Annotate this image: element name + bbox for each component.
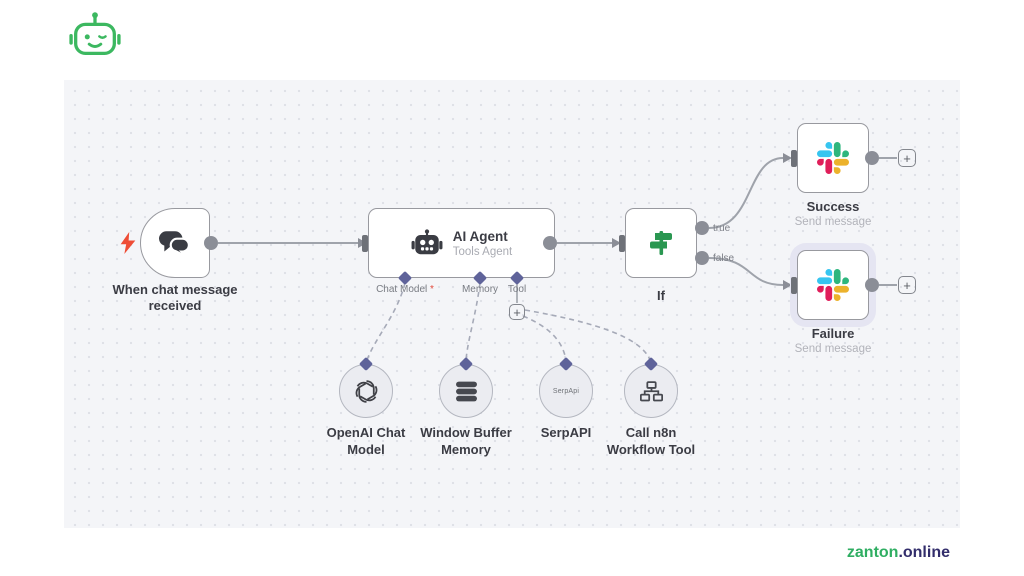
openai-subnode-label: OpenAI Chat Model [326, 425, 406, 457]
workflow-canvas[interactable]: When chat message received AI Agent Tool… [64, 80, 960, 528]
winking-robot-logo [66, 8, 124, 60]
trigger-output-port[interactable] [204, 236, 218, 250]
failure-input-port[interactable] [791, 277, 797, 294]
agent-output-port[interactable] [543, 236, 557, 250]
success-node-label: Success [806, 199, 860, 214]
add-node-after-failure-button[interactable]: + [898, 276, 916, 294]
memory-connector-label: Memory [462, 284, 498, 295]
site-watermark: zanton.online [847, 544, 950, 562]
if-input-port[interactable] [619, 235, 625, 252]
serpapi-subnode-label: SerpAPI [540, 425, 592, 440]
node-chat-trigger[interactable] [140, 208, 210, 278]
subnode-openai-chat-model[interactable] [339, 364, 393, 418]
add-node-after-success-button[interactable]: + [898, 149, 916, 167]
memory-subnode-label: Window Buffer Memory [420, 425, 512, 457]
watermark-suffix: .online [898, 544, 950, 561]
wire-tool-serpapi-dashed [522, 315, 567, 361]
tool-label-text: Tool [507, 284, 527, 295]
subnode-window-buffer-memory[interactable] [439, 364, 493, 418]
failure-node-subtitle: Send message [794, 343, 872, 355]
wire-tool-workflow-dashed [524, 309, 651, 361]
watermark-brand: zanton [846, 544, 899, 561]
agent-subtitle: Tools Agent [452, 245, 513, 258]
if-node-label: If [657, 288, 665, 303]
signpost-icon [650, 231, 672, 255]
trigger-node-label: When chat message received [112, 282, 238, 314]
if-false-label: false [713, 253, 735, 264]
wire-if-true-to-success [708, 157, 784, 229]
node-ai-agent[interactable]: AI Agent Tools Agent [368, 208, 555, 278]
database-icon [455, 381, 477, 401]
subnode-serpapi[interactable]: SerpApi [539, 364, 593, 418]
subnode-call-n8n-workflow-tool[interactable] [624, 364, 678, 418]
required-asterisk: * [430, 284, 434, 295]
if-true-label: true [713, 223, 731, 234]
failure-node-label: Failure [811, 326, 855, 341]
serpapi-icon-text: SerpApi [552, 387, 580, 395]
memory-label-text: Memory [461, 284, 499, 295]
agent-input-port[interactable] [362, 235, 368, 252]
success-node-subtitle: Send message [794, 216, 872, 228]
node-failure-slack[interactable] [797, 250, 869, 320]
node-if[interactable] [625, 208, 697, 278]
chatmodel-label-text: Chat Model [376, 284, 428, 295]
lightning-bolt-icon [120, 232, 136, 254]
node-success-slack[interactable] [797, 123, 869, 193]
slack-icon [817, 269, 849, 301]
add-tool-button[interactable]: + [509, 304, 525, 320]
success-output-port[interactable] [865, 151, 879, 165]
if-false-output-port[interactable] [695, 251, 709, 265]
tool-connector-label: Tool [508, 284, 526, 295]
if-true-output-port[interactable] [695, 221, 709, 235]
chatmodel-connector-label: Chat Model * [376, 284, 434, 295]
failure-output-port[interactable] [865, 278, 879, 292]
openai-icon [355, 379, 377, 403]
success-input-port[interactable] [791, 150, 797, 167]
chat-bubbles-icon [159, 231, 190, 257]
sitemap-icon [639, 380, 663, 401]
workflow-tool-subnode-label: Call n8n Workflow Tool [606, 425, 696, 457]
agent-title: AI Agent [452, 228, 508, 244]
robot-logo-icon [69, 12, 121, 55]
ai-agent-robot-icon [411, 229, 443, 255]
slack-icon [817, 142, 849, 174]
